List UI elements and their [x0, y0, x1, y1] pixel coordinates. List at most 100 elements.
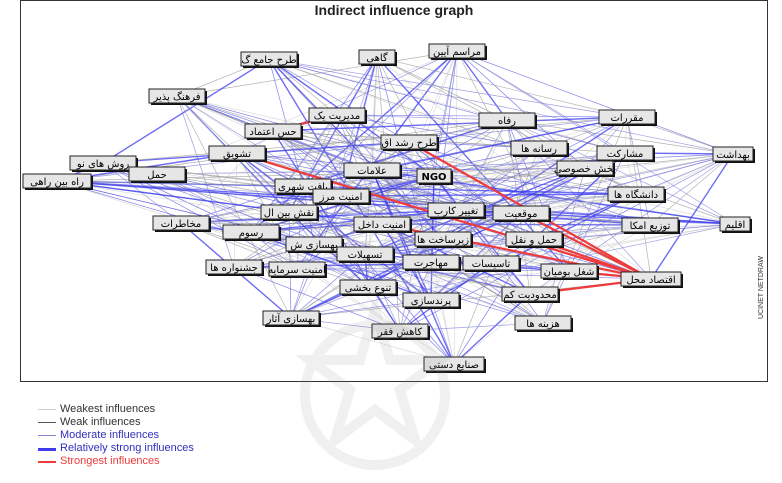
- influence-edge: [364, 169, 373, 255]
- node-box: [620, 271, 682, 287]
- influence-edge: [456, 50, 508, 121]
- node-hes[interactable]: حس اعتماد: [244, 123, 303, 140]
- node-box: [268, 261, 326, 277]
- node-label: پرندسازی: [411, 296, 452, 307]
- node-ngo[interactable]: NGO: [416, 168, 453, 185]
- node-tarhroshd[interactable]: طرح رشد اق: [380, 134, 439, 151]
- influence-edge: [453, 293, 531, 365]
- node-label: تسهیلات: [348, 250, 383, 261]
- node-label: مراسم آیین: [433, 45, 481, 58]
- node-layer: مراسم آیین گاهی طرح جامع گ فرهنگ پذیر مدیریت…: [22, 43, 755, 373]
- node-box: [336, 246, 394, 262]
- node-label: بهسازی آثار: [266, 312, 316, 325]
- node-tashvigh[interactable]: تشویق: [208, 145, 267, 162]
- node-naghsh[interactable]: نقش بین ال: [260, 204, 319, 221]
- node-label: علامات: [357, 166, 387, 177]
- node-eghlim[interactable]: اقلیم: [719, 216, 752, 233]
- node-toozi[interactable]: توزیع امکا: [621, 217, 680, 234]
- node-refah[interactable]: رفاه: [478, 112, 537, 129]
- node-box: [607, 186, 665, 202]
- node-label: بهداشت: [716, 150, 750, 161]
- strongest-influence-edge: [520, 212, 652, 280]
- watermark-emblem: [295, 300, 455, 470]
- node-moqararat[interactable]: مقررات: [598, 109, 657, 126]
- node-label: مهاجرت: [414, 258, 448, 269]
- node-label: کاهش فقر: [377, 327, 423, 338]
- node-mohajerat[interactable]: مهاجرت: [402, 254, 461, 271]
- influence-edge: [367, 270, 570, 288]
- node-label: رسوم: [239, 228, 264, 239]
- node-box: [353, 216, 411, 232]
- node-amniat-mar[interactable]: امنیت مرز: [312, 188, 371, 205]
- legend-item: Strongest influences: [38, 455, 194, 468]
- influence-edge: [176, 95, 292, 319]
- node-hamlonagh[interactable]: حمل و نقل: [505, 231, 564, 248]
- node-box: [222, 224, 280, 240]
- node-box: [260, 204, 318, 220]
- influence-edge: [180, 222, 383, 225]
- node-box: [423, 356, 485, 372]
- influence-edge: [233, 193, 637, 268]
- node-alamat[interactable]: علامات: [343, 162, 402, 179]
- node-tanavo[interactable]: تنوع بخشی: [339, 279, 398, 296]
- node-box: [262, 310, 320, 326]
- node-movaghiat[interactable]: موقعیت: [492, 205, 551, 222]
- node-label: فرهنگ پذیر: [152, 91, 200, 103]
- node-mosharekat[interactable]: مشارکت: [596, 145, 655, 162]
- node-marasem[interactable]: مراسم آیین: [428, 43, 487, 60]
- node-roush[interactable]: روش های نو: [69, 155, 138, 172]
- node-box: [416, 168, 452, 184]
- node-label: تشویق: [223, 149, 251, 160]
- legend-label: Strongest influences: [60, 455, 160, 467]
- node-rah[interactable]: راه بین راهی: [22, 173, 93, 190]
- node-zirsakht[interactable]: زیرساخت ها: [414, 231, 473, 248]
- node-behdasht[interactable]: بهداشت: [712, 146, 755, 163]
- node-farhang[interactable]: فرهنگ پذیر: [148, 88, 207, 105]
- node-label: اقلیم: [725, 220, 746, 231]
- node-modiriat-yek[interactable]: مدیریت یک: [308, 107, 367, 124]
- node-behsazi[interactable]: بهسازی ش: [285, 236, 344, 253]
- node-shoghl[interactable]: شغل بومیان: [540, 263, 599, 280]
- node-mokhatarat[interactable]: مخاطرات: [152, 215, 211, 232]
- node-hazineh[interactable]: هزینه ها: [514, 315, 573, 332]
- node-tarh[interactable]: طرح جامع گ: [240, 51, 299, 68]
- influence-edge: [56, 180, 383, 225]
- node-bakhsh[interactable]: بخش خصوصی: [554, 160, 616, 177]
- node-amniat-sarmaye[interactable]: امنیت سرمایه: [268, 261, 327, 278]
- software-credit: UCINET NETDRAW: [758, 256, 765, 319]
- node-box: [540, 263, 598, 279]
- influence-edge: [490, 223, 736, 264]
- node-daneshgah[interactable]: دانشگاه ها: [607, 186, 666, 203]
- node-box: [22, 173, 92, 189]
- influence-edge: [250, 231, 369, 288]
- influence-edge: [250, 231, 455, 365]
- node-mahdoodiat[interactable]: محدودیت کم: [501, 286, 560, 303]
- influence-edge: [455, 147, 540, 211]
- node-jashnvareh[interactable]: جشنواره ها: [205, 259, 264, 276]
- node-taghir[interactable]: تغییر کارب: [427, 202, 486, 219]
- legend-swatch: [38, 448, 56, 451]
- node-box: [208, 145, 266, 161]
- influence-edge: [272, 130, 401, 332]
- influence-edge: [340, 195, 369, 288]
- legend-label: Weakest influences: [60, 403, 156, 415]
- node-sanaye[interactable]: صنایع دستی: [423, 356, 486, 373]
- node-label: حس اعتماد: [249, 127, 296, 138]
- node-tashilat[interactable]: تسهیلات: [336, 246, 395, 263]
- node-box: [402, 254, 460, 270]
- node-kahesh[interactable]: کاهش فقر: [371, 323, 430, 340]
- node-bahsazi-asar[interactable]: بهسازی آثار: [262, 310, 321, 327]
- node-rasaneh[interactable]: رسانه ها: [510, 140, 569, 157]
- influence-edge: [156, 169, 373, 175]
- node-tasisat[interactable]: تاسیسات: [462, 255, 521, 272]
- node-eghtesad[interactable]: اقتصاد محل: [620, 271, 683, 288]
- node-amniat-dakhel[interactable]: امنیت داخل: [353, 216, 412, 233]
- influence-edge: [268, 58, 628, 118]
- node-haml[interactable]: حمل: [128, 166, 187, 183]
- node-box: [402, 292, 460, 308]
- node-parandeh[interactable]: پرندسازی: [402, 292, 461, 309]
- node-gahi[interactable]: گاهی: [358, 49, 397, 66]
- node-rosoom[interactable]: رسوم: [222, 224, 281, 241]
